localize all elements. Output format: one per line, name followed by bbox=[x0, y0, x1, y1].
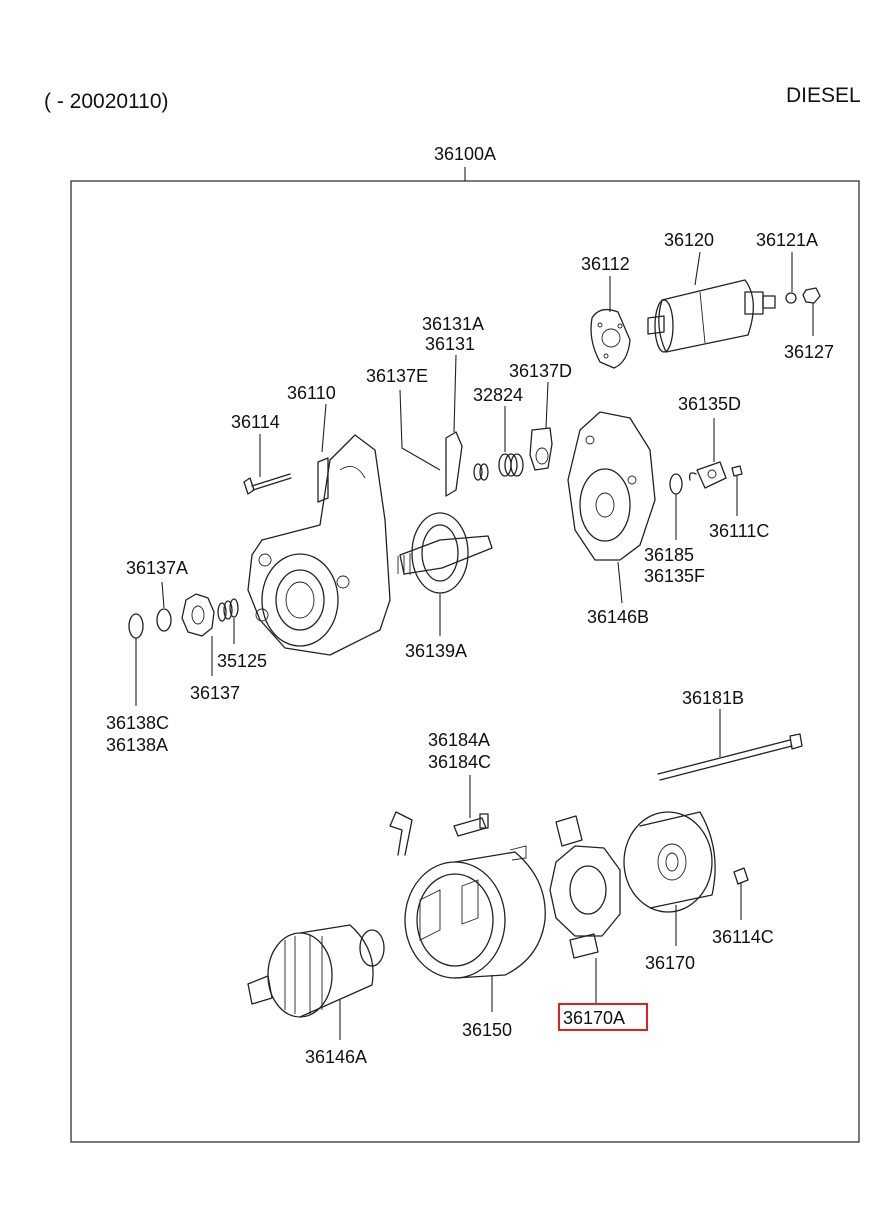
leader-36110 bbox=[321, 403, 327, 453]
part-label-36110[interactable]: 36110 bbox=[287, 383, 336, 403]
center-bracket-drawing bbox=[567, 411, 656, 561]
spring-35125-drawing bbox=[217, 598, 239, 622]
part-label-36184a[interactable]: 36184A bbox=[428, 730, 490, 750]
drive-lever-drawing bbox=[445, 354, 463, 497]
part-label-36170a[interactable]: 36170A bbox=[563, 1008, 625, 1028]
bolt-36114-drawing bbox=[243, 473, 292, 495]
plate-36135d-drawing bbox=[696, 461, 727, 489]
bolt-36184a-drawing bbox=[453, 813, 489, 837]
highlight-box-36170a bbox=[558, 1003, 648, 1031]
leader-36137a bbox=[161, 581, 165, 609]
screw-36111c-drawing bbox=[731, 465, 743, 477]
eclip-36135f-drawing bbox=[688, 472, 697, 481]
through-bolt-36181b-drawing bbox=[657, 733, 803, 781]
washer-36121a-drawing bbox=[785, 292, 797, 304]
rear-bracket-36170-drawing bbox=[623, 811, 716, 913]
yoke-36150-drawing bbox=[389, 811, 546, 979]
screw-36114c-drawing bbox=[733, 867, 749, 885]
stopper-36137a-drawing bbox=[156, 608, 172, 632]
part-label-36170[interactable]: 36170 bbox=[645, 953, 695, 973]
part-label-36114c[interactable]: 36114C bbox=[712, 927, 774, 947]
part-label-36137d[interactable]: 36137D bbox=[509, 361, 572, 381]
part-label-36150[interactable]: 36150 bbox=[462, 1020, 512, 1040]
part-label-36137[interactable]: 36137 bbox=[190, 683, 240, 703]
snap-ring-drawing bbox=[128, 613, 144, 639]
assembly-number[interactable]: 36100A bbox=[434, 144, 496, 164]
part-label-36137e[interactable]: 36137E bbox=[366, 366, 428, 386]
spring-32824-drawing bbox=[473, 453, 524, 481]
part-label-36135f[interactable]: 36135F bbox=[644, 566, 705, 586]
armature-36146a-drawing bbox=[247, 924, 385, 1018]
engine-type-label: DIESEL bbox=[786, 84, 861, 107]
ring-36185-drawing bbox=[669, 473, 683, 495]
pinion-36137-drawing bbox=[181, 593, 215, 637]
part-label-36184c[interactable]: 36184C bbox=[428, 752, 491, 772]
part-label-36131a[interactable]: 36131A bbox=[422, 314, 484, 334]
part-label-36131[interactable]: 36131 bbox=[425, 334, 475, 354]
part-label-36120[interactable]: 36120 bbox=[664, 230, 714, 250]
part-label-36114[interactable]: 36114 bbox=[231, 412, 280, 432]
leader-36146b bbox=[617, 561, 623, 604]
front-housing-drawing bbox=[247, 434, 391, 656]
part-label-36127[interactable]: 36127 bbox=[784, 342, 834, 362]
part-label-35125[interactable]: 35125 bbox=[217, 651, 267, 671]
brush-holder-36170a-drawing bbox=[549, 815, 621, 959]
leader-36120 bbox=[694, 251, 701, 286]
solenoid-switch-drawing bbox=[647, 279, 776, 353]
part-label-36138a[interactable]: 36138A bbox=[106, 735, 168, 755]
part-label-32824[interactable]: 32824 bbox=[473, 385, 523, 405]
part-label-36112[interactable]: 36112 bbox=[581, 254, 630, 274]
part-label-36181b[interactable]: 36181B bbox=[682, 688, 744, 708]
part-label-36138c[interactable]: 36138C bbox=[106, 713, 169, 733]
plate-36137d-drawing bbox=[529, 427, 553, 471]
leader-36137e bbox=[399, 389, 441, 471]
part-label-36185[interactable]: 36185 bbox=[644, 545, 694, 565]
part-label-36137a[interactable]: 36137A bbox=[126, 558, 188, 578]
gasket-36112-drawing bbox=[590, 308, 631, 369]
part-label-36139a[interactable]: 36139A bbox=[405, 641, 467, 661]
part-labels: 36120 36121A 36112 36127 36131A 36131 36… bbox=[106, 230, 834, 1067]
nut-36127-drawing bbox=[802, 287, 821, 304]
part-label-36111c[interactable]: 36111C bbox=[709, 521, 769, 541]
part-label-36146b[interactable]: 36146B bbox=[587, 607, 649, 627]
part-label-36135d[interactable]: 36135D bbox=[678, 394, 741, 414]
part-label-36146a[interactable]: 36146A bbox=[305, 1047, 367, 1067]
leader-36137d bbox=[545, 381, 549, 429]
date-range-label: ( - 20020110) bbox=[44, 90, 169, 113]
clutch-assembly-drawing bbox=[397, 512, 493, 594]
part-label-36121a[interactable]: 36121A bbox=[756, 230, 818, 250]
